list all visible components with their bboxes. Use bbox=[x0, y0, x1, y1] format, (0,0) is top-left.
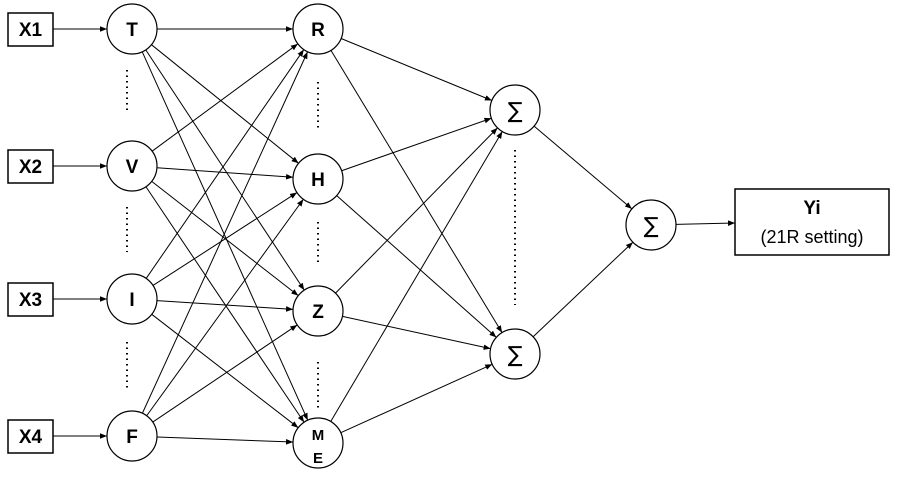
connection-arrow-10 bbox=[156, 300, 294, 312]
sum-node-upper: ∑ bbox=[489, 84, 541, 136]
final-to-output-arrow bbox=[675, 220, 736, 226]
connection-arrow-12 bbox=[141, 51, 309, 414]
connection-arrow-11 bbox=[151, 313, 299, 429]
connection-arrow-5 bbox=[156, 167, 294, 180]
input-label-x2: X2 bbox=[19, 157, 42, 178]
connection-arrow-16 bbox=[340, 38, 493, 101]
connection-arrow-23 bbox=[340, 363, 493, 434]
node-label-f: F bbox=[126, 427, 138, 448]
node-label-i: I bbox=[129, 290, 134, 311]
output-subtitle: (21R setting) bbox=[760, 227, 863, 247]
input-label-x4: X4 bbox=[19, 427, 43, 448]
connection-arrow-2 bbox=[145, 49, 305, 291]
sum-node-final: ∑ bbox=[625, 199, 677, 251]
input-box-x4: X4 bbox=[7, 419, 54, 454]
connection-arrow-14 bbox=[152, 324, 298, 423]
connection-arrow-1 bbox=[151, 44, 299, 164]
input-box-x3: X3 bbox=[7, 282, 54, 317]
input-label-x1: X1 bbox=[19, 20, 43, 41]
node-label-m: M bbox=[312, 427, 325, 444]
connection-arrow-9 bbox=[152, 192, 298, 286]
connection-arrow-8 bbox=[145, 49, 305, 279]
node-label-h: H bbox=[311, 170, 325, 191]
input-box-x1: X1 bbox=[7, 12, 54, 47]
node-t: T bbox=[106, 3, 158, 55]
sum-symbol-upper: ∑ bbox=[508, 99, 523, 124]
connection-arrow-18 bbox=[341, 117, 492, 172]
ellipsis-dots bbox=[126, 70, 516, 408]
sum-to-final-lower bbox=[532, 241, 634, 338]
connection-arrow-22 bbox=[330, 131, 503, 422]
node-z: Z bbox=[292, 285, 344, 337]
node-v: V bbox=[106, 140, 158, 192]
node-label-e: E bbox=[313, 450, 323, 467]
output-title: Yi bbox=[803, 198, 820, 219]
connection-arrow-3 bbox=[141, 51, 309, 421]
sum-symbol-final: ∑ bbox=[644, 214, 659, 239]
output-box: Yi (21R setting) bbox=[734, 188, 890, 256]
sum-node-lower: ∑ bbox=[489, 328, 541, 380]
node-i: I bbox=[106, 273, 158, 325]
node-me: M E bbox=[292, 417, 344, 469]
connection-arrow-19 bbox=[336, 195, 497, 338]
sum-symbol-lower: ∑ bbox=[508, 343, 523, 368]
input-label-x3: X3 bbox=[19, 290, 42, 311]
connection-arrow-4 bbox=[151, 43, 299, 152]
node-label-r: R bbox=[311, 20, 325, 41]
connection-arrow-15 bbox=[156, 436, 294, 445]
node-r: R bbox=[292, 3, 344, 55]
node-label-z: Z bbox=[312, 302, 324, 323]
connection-arrow-20 bbox=[335, 127, 498, 294]
connection-arrow-17 bbox=[330, 50, 503, 333]
input-box-x2: X2 bbox=[7, 149, 54, 184]
node-h: H bbox=[292, 153, 344, 205]
node-label-v: V bbox=[126, 157, 139, 178]
connection-lines bbox=[53, 26, 736, 445]
connection-arrow-21 bbox=[342, 315, 491, 350]
node-label-t: T bbox=[126, 20, 138, 41]
node-f: F bbox=[106, 410, 158, 462]
connection-arrow-13 bbox=[146, 198, 304, 417]
sum-to-final-upper bbox=[533, 125, 633, 210]
